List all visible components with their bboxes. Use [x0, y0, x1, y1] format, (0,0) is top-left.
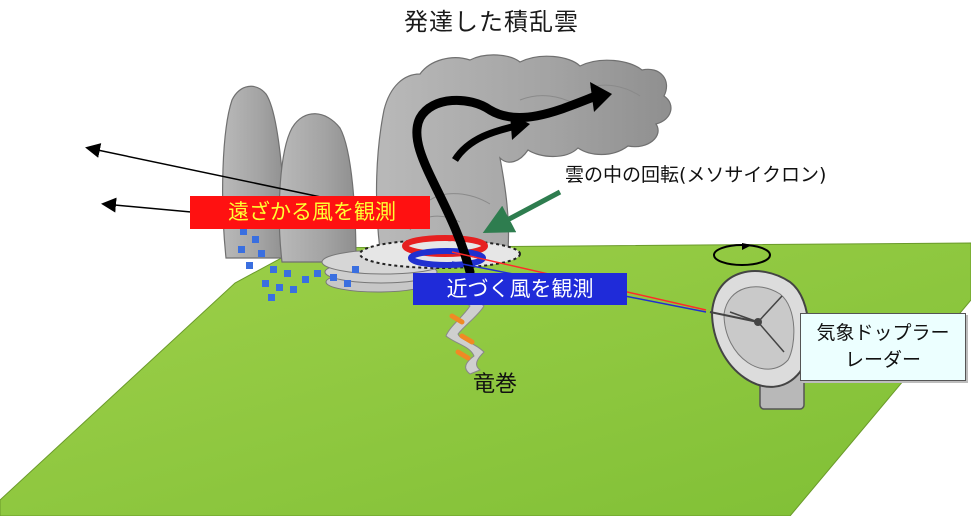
tornado-label: 竜巻	[473, 372, 518, 397]
diagram-title: 発達した積乱雲	[404, 8, 579, 36]
radar-label-line2: レーダー	[844, 349, 921, 371]
approaching-wind-label: 近づく風を観測	[413, 273, 627, 305]
downburst-dots	[238, 228, 359, 301]
rotation-arrow-icon	[713, 243, 771, 266]
receding-wind-label: 遠ざかる風を観測	[190, 196, 430, 229]
storm-cloud	[222, 54, 672, 263]
outflow-arrow-upper	[85, 143, 355, 205]
radar-label-line1: 気象ドップラー	[816, 322, 950, 344]
cloud-column-left	[222, 85, 287, 259]
mesocyclone-pointer	[482, 189, 562, 234]
mesocyclone-label: 雲の中の回転(メソサイクロン)	[565, 164, 827, 186]
cloud-column-mid	[278, 113, 357, 263]
updraft-arrow	[412, 91, 601, 277]
rotation-ring-blue	[408, 248, 486, 268]
doppler-radar-label: 気象ドップラー レーダー	[800, 313, 966, 381]
tornado-funnel	[438, 285, 485, 375]
